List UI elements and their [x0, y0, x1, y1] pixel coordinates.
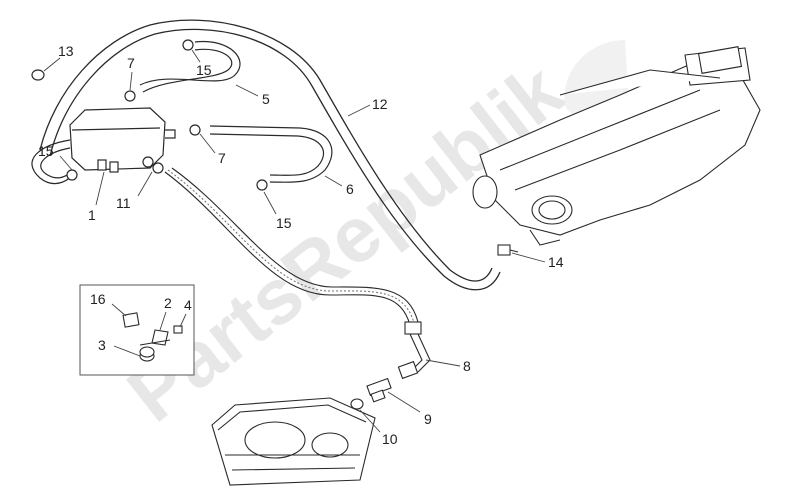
watermark-text: PartsRepublik	[111, 46, 579, 439]
callout-15a: 15	[196, 62, 212, 78]
leader-2	[159, 311, 167, 331]
leader-15a	[191, 49, 201, 63]
clamp-11a	[142, 156, 154, 168]
clamp-7-mid	[189, 124, 201, 136]
callout-5: 5	[262, 91, 270, 107]
leader-7b	[199, 133, 216, 154]
callout-2: 2	[164, 295, 172, 311]
leader-13	[43, 57, 61, 72]
leader-14	[511, 252, 546, 263]
leader-16	[111, 303, 127, 317]
callout-6: 6	[346, 181, 354, 197]
leader-6	[324, 175, 343, 187]
leader-lines	[43, 49, 546, 433]
hose-6	[209, 125, 333, 183]
callout-1: 1	[88, 207, 96, 223]
leader-3	[113, 345, 141, 357]
expansion-tank	[69, 107, 176, 173]
callout-16: 16	[90, 291, 106, 307]
callout-8: 8	[463, 358, 471, 374]
clip-14	[497, 244, 519, 256]
clamp-15-top	[182, 39, 194, 51]
braided-hose-8	[164, 167, 419, 326]
callout-10: 10	[382, 431, 398, 447]
hose-12	[39, 19, 501, 291]
airbox	[472, 46, 761, 246]
callouts: 13 7 15 5 12 15 7 1 11 6 15 14 16 2 4 3 …	[38, 43, 564, 447]
leader-8	[425, 359, 461, 367]
clamp-11b	[152, 162, 164, 174]
leader-1	[95, 171, 105, 206]
fitting-9	[366, 377, 392, 403]
clamp-7-top	[124, 90, 136, 102]
callout-12: 12	[372, 96, 388, 112]
oil-pan	[211, 397, 376, 486]
leader-7a	[129, 71, 133, 91]
callout-15b: 15	[38, 143, 54, 159]
callout-3: 3	[98, 337, 106, 353]
callout-11: 11	[116, 195, 131, 211]
hose-8-end	[397, 321, 431, 380]
callout-15c: 15	[276, 215, 292, 231]
callout-7b: 7	[218, 150, 226, 166]
clamp-15-bottom	[256, 179, 268, 191]
leader-12	[347, 104, 371, 117]
clamp-15-left	[66, 169, 78, 181]
bracket-parts	[122, 312, 183, 362]
leader-15b	[59, 155, 73, 171]
callout-4: 4	[184, 297, 192, 313]
callout-14: 14	[548, 254, 564, 270]
clamp-13	[31, 69, 45, 81]
leader-10	[359, 409, 381, 433]
callout-13: 13	[58, 43, 74, 59]
leader-5	[235, 84, 259, 97]
leader-4	[179, 313, 187, 328]
leader-11	[137, 171, 153, 197]
leader-15c	[263, 191, 277, 215]
bracket-box	[79, 284, 195, 376]
leader-9	[387, 391, 421, 413]
hose-5	[139, 40, 241, 93]
callout-7a: 7	[127, 55, 135, 71]
callout-9: 9	[424, 411, 432, 427]
washer-10	[350, 398, 364, 410]
